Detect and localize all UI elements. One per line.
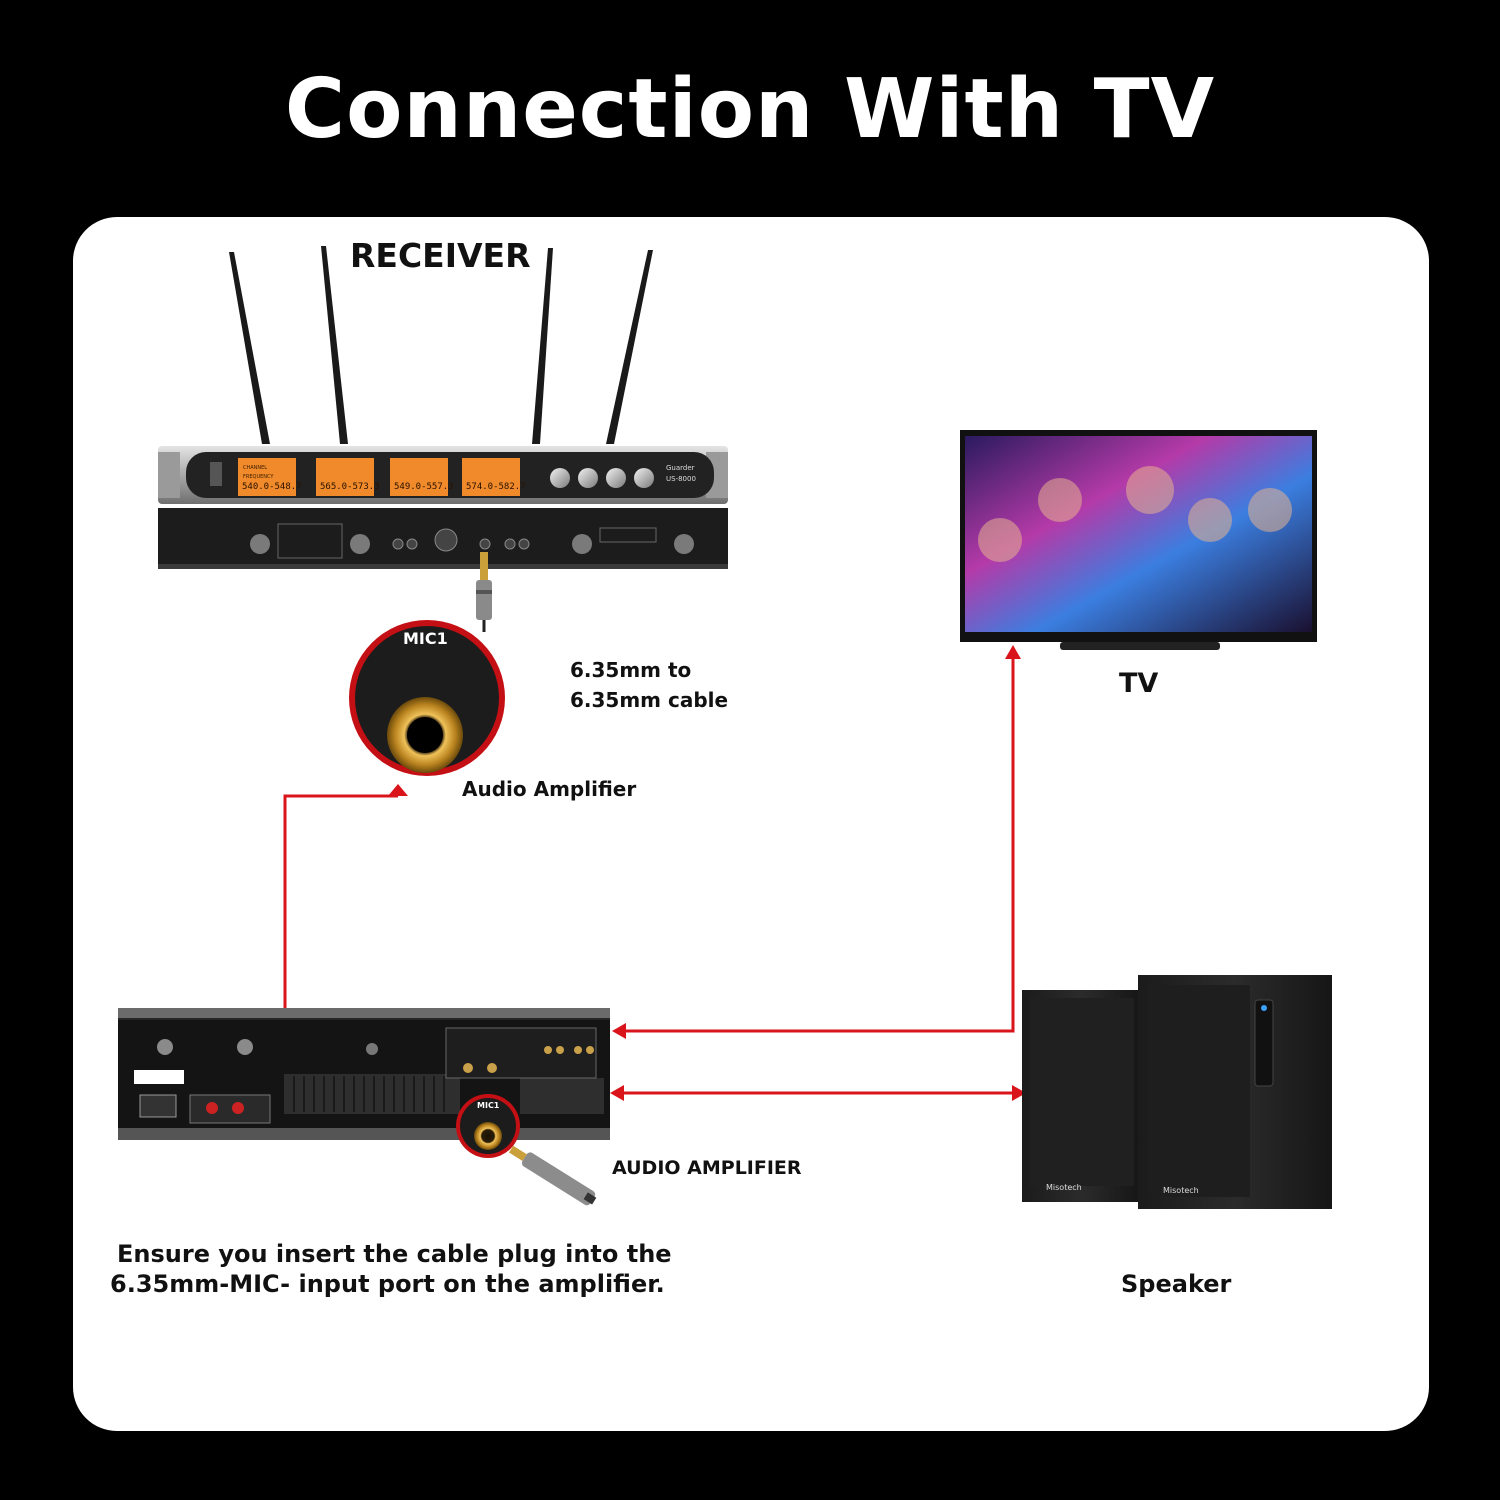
display-1-text: 540.0-548.7: [242, 482, 302, 492]
receiver-model: US-8000: [666, 475, 696, 483]
display-freq-label: FREQUENCY: [243, 474, 274, 480]
page-title: Connection With TV: [284, 62, 1216, 157]
receiver-brand: Guarder: [666, 464, 695, 472]
display-3-text: 549.0-557.3: [394, 482, 454, 492]
receiver-device: CHANNEL FREQUENCY 540.0-548.7 565.0-573.…: [158, 246, 728, 569]
speaker-brand-right: Misotech: [1163, 1186, 1199, 1195]
receiver-label: RECEIVER: [350, 236, 531, 275]
audio-amplifier-label-upper: Audio Amplifier: [462, 777, 637, 801]
amplifier-mic-port: MIC1: [456, 1094, 520, 1158]
antenna-icon: [229, 246, 653, 444]
instruction-note-line2: 6.35mm-MIC- input port on the amplifier.: [110, 1270, 665, 1298]
amplifier-device: MIC1: [118, 1008, 610, 1206]
speaker-brand-left: Misotech: [1046, 1183, 1082, 1192]
diagram-panel: [73, 217, 1429, 1431]
receiver-knobs: [550, 468, 654, 488]
display-channel-label: CHANNEL: [243, 465, 267, 471]
jack-plug-icon: [476, 552, 492, 632]
mic-jack-port: MIC1: [349, 620, 505, 776]
speaker-label: Speaker: [1121, 1270, 1232, 1298]
mic1-label: MIC1: [403, 629, 448, 648]
cable-label-line2: 6.35mm cable: [570, 688, 729, 712]
tv-device: [960, 430, 1317, 650]
arrow-head: [1012, 1085, 1026, 1101]
arrow-head: [612, 1023, 626, 1039]
jack-plug-icon: [508, 1145, 597, 1206]
audio-amplifier-label-lower: AUDIO AMPLIFIER: [612, 1157, 802, 1179]
tv-label: TV: [1119, 668, 1159, 699]
instruction-note-line1: Ensure you insert the cable plug into th…: [117, 1240, 672, 1268]
connector-amplifier-to-tv: [612, 645, 1021, 1039]
display-2-text: 565.0-573.3: [320, 482, 380, 492]
connector-amplifier-to-receiver: [283, 784, 408, 1008]
connector-amplifier-to-speaker: [610, 1085, 1026, 1101]
arrow-head: [1005, 645, 1021, 659]
amp-mic1-label: MIC1: [477, 1101, 500, 1110]
receiver-displays: CHANNEL FREQUENCY 540.0-548.7 565.0-573.…: [238, 458, 526, 496]
cable-label-line1: 6.35mm to: [570, 658, 692, 682]
arrow-head: [388, 784, 408, 796]
speaker-device: Misotech Misotech: [1022, 975, 1332, 1209]
display-4-text: 574.0-582.7: [466, 482, 526, 492]
arrow-head: [610, 1085, 624, 1101]
